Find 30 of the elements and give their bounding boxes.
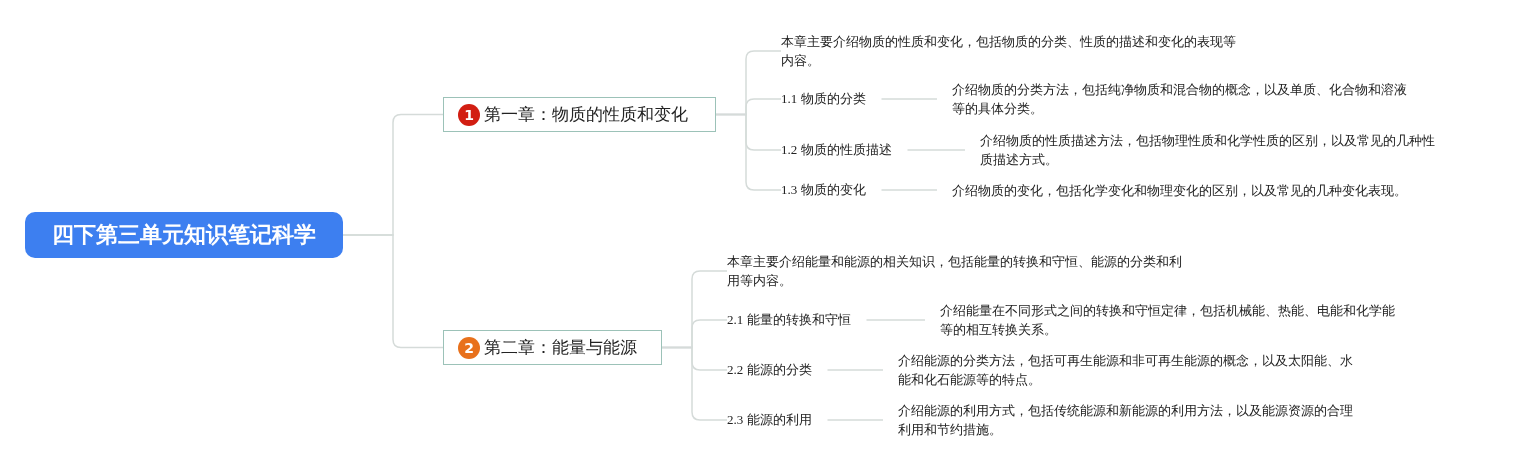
connector-line — [826, 369, 884, 371]
subtopic-label: 1.2 物质的性质描述 — [781, 132, 908, 168]
number-badge: 2 — [458, 336, 480, 359]
topic-title: 第二章：能量与能源 — [484, 336, 637, 359]
root-topic: 四下第三单元知识笔记科学 — [25, 212, 343, 258]
description-text: 介绍能源的利用方式，包括传统能源和新能源的利用方法，以及能源资源的合理利用和节约措施。 — [883, 401, 1365, 439]
topic-title: 第一章：物质的性质和变化 — [484, 103, 688, 126]
summary-text: 本章主要介绍物质的性质和变化，包括物质的分类、性质的描述和变化的表现等内容。 — [781, 32, 1247, 70]
description-text: 介绍能源的分类方法，包括可再生能源和非可再生能源的概念，以及太阳能、水能和化石能源等的特点。 — [883, 351, 1365, 389]
connector-line — [715, 113, 782, 191]
connector-line — [880, 98, 938, 100]
connector-line — [342, 234, 444, 349]
description-text: 介绍能量在不同形式之间的转换和守恒定律，包括机械能、热能、电能和化学能等的相互转换关系。 — [925, 301, 1407, 339]
subtopic-label: 2.3 能源的利用 — [727, 402, 828, 438]
number-badge: 1 — [458, 103, 480, 126]
topic-box — [443, 97, 716, 132]
connector-line — [865, 319, 926, 321]
subtopic-label: 1.1 物质的分类 — [781, 81, 882, 117]
connector-line — [906, 149, 966, 151]
subtopic-label: 1.3 物质的变化 — [781, 172, 882, 208]
summary-text: 本章主要介绍能量和能源的相关知识，包括能量的转换和守恒、能源的分类和利用等内容。 — [727, 252, 1193, 290]
description-text: 介绍物质的分类方法，包括纯净物质和混合物的概念，以及单质、化合物和溶液等的具体分类。 — [937, 80, 1419, 118]
subtopic-label: 2.1 能量的转换和守恒 — [727, 302, 867, 338]
description-text: 介绍物质的性质描述方法，包括物理性质和化学性质的区别，以及常见的几种性质描述方式。 — [965, 131, 1447, 169]
connector-line — [880, 189, 938, 191]
subtopic-label: 2.2 能源的分类 — [727, 352, 828, 388]
connector-line — [661, 346, 728, 421]
description-text: 介绍物质的变化，包括化学变化和物理变化的区别，以及常见的几种变化表现。 — [937, 181, 1467, 200]
connector-line — [826, 419, 884, 421]
topic-box — [443, 330, 662, 365]
